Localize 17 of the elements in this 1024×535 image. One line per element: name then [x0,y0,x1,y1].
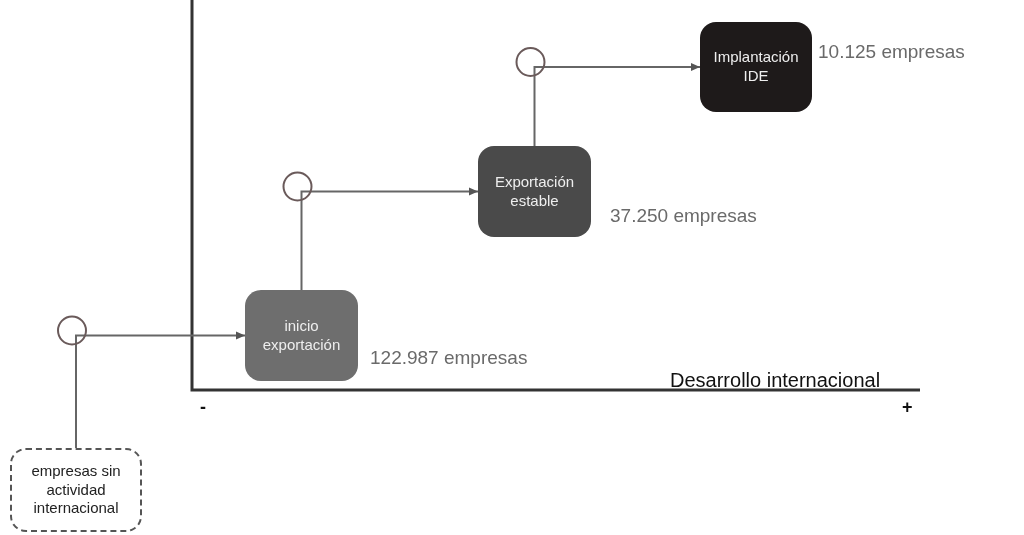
elbow-arrow [300,187,479,291]
count-label: 37.250 empresas [610,204,757,228]
node-label: inicio exportación [261,316,342,355]
axis-sign: + [902,396,913,419]
node-label: Exportación estable [493,172,576,211]
axis-label: Desarrollo internacional [670,368,881,393]
process-box [700,22,812,112]
node-label: Implantación IDE [712,48,800,86]
elbow-arrow [75,331,246,449]
process-box [478,146,591,237]
count-label: 10.125 empresas [818,40,965,64]
node-label: empresas sin actividad internacional [30,461,122,519]
process-box [245,290,358,381]
dashed-box [10,448,142,532]
elbow-arrow [533,63,701,147]
axis-sign: - [200,396,206,419]
count-label: 122.987 empresas [370,346,528,370]
